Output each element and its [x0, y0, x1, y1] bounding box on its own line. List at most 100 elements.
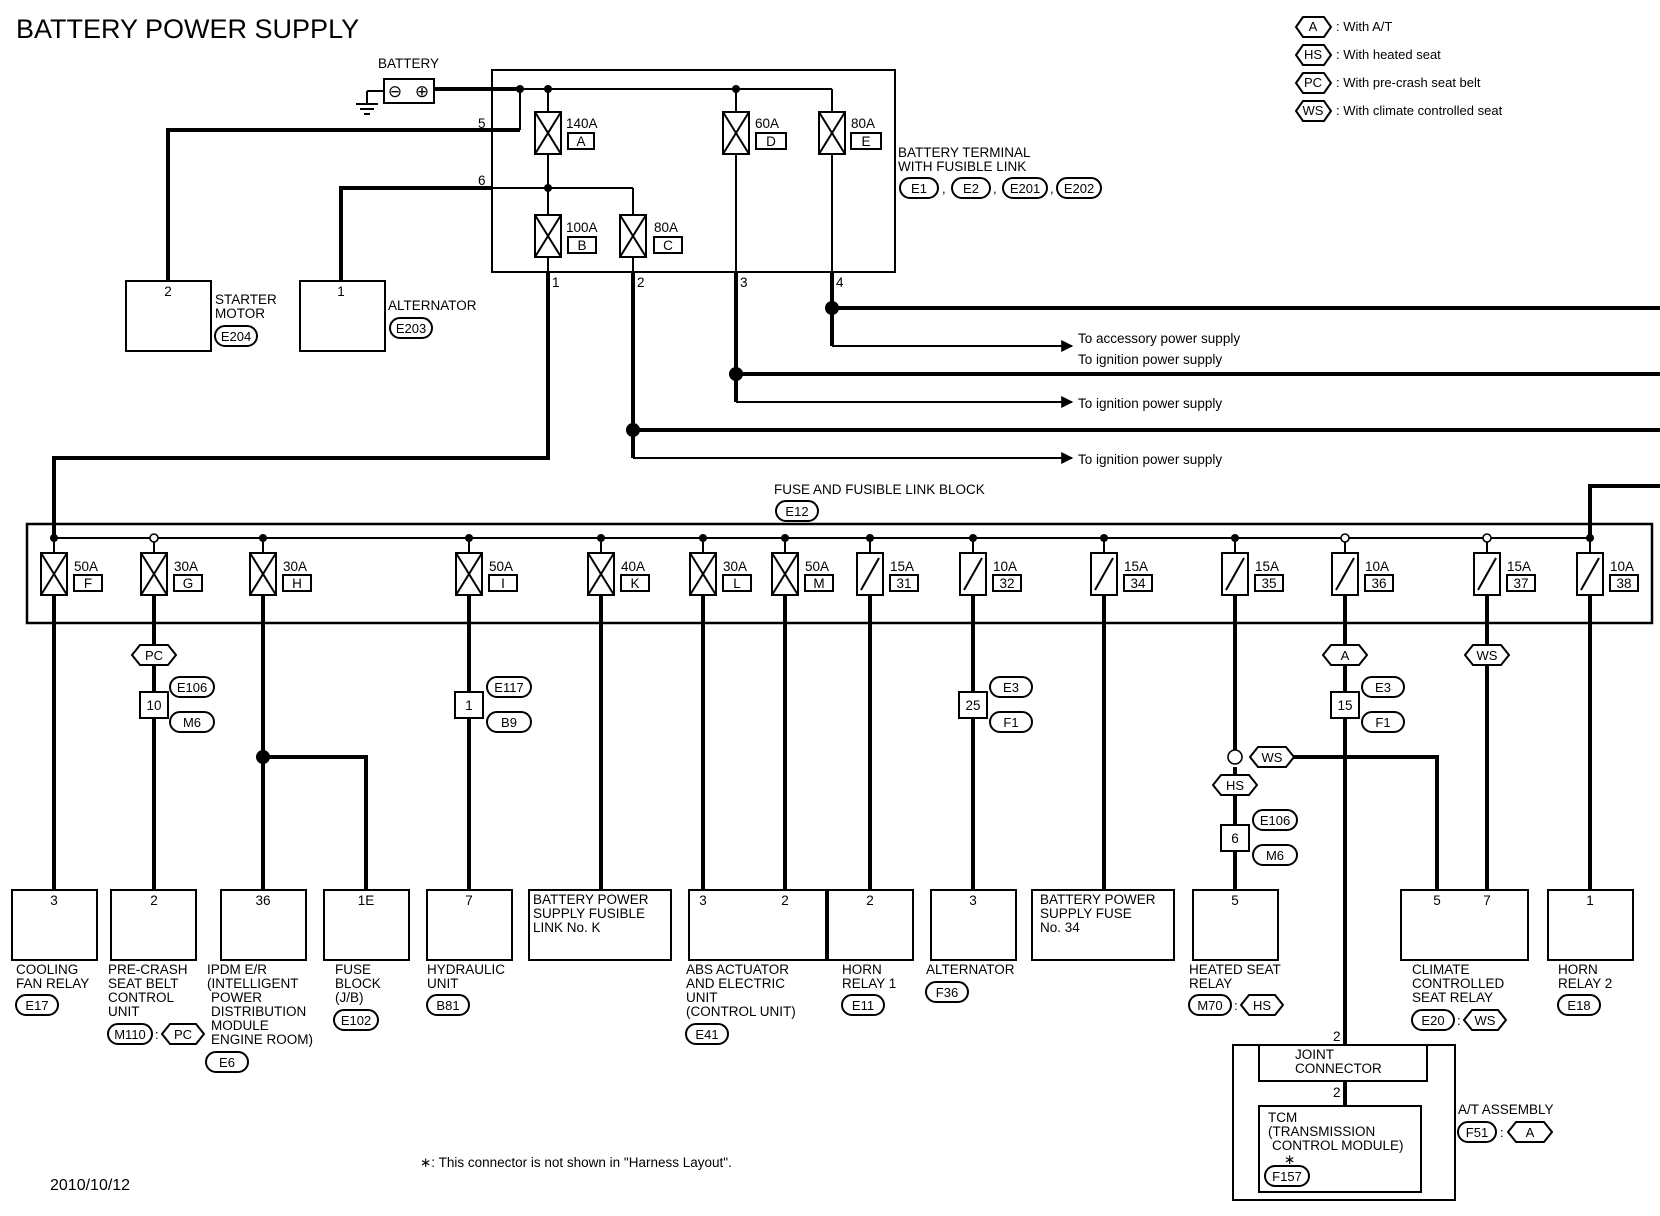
svg-text:6: 6 — [1231, 831, 1239, 846]
fusible-link-a-rating: 140A — [566, 116, 598, 131]
fuse-row: 50AF30AG30AH50AI40AK30AL50AM15A3110A3215… — [40, 533, 1639, 596]
legend-tag-hs — [1294, 44, 1333, 66]
legend: A : With A/T HS : With heated seat PC : … — [1294, 16, 1503, 122]
svg-text:M70: M70 — [1197, 998, 1222, 1013]
fuse-id: 35 — [1261, 576, 1276, 591]
fuse-rating: 50A — [74, 559, 98, 574]
joint-connector — [1258, 1044, 1428, 1082]
inline-connector-g — [139, 691, 169, 719]
battery-label: BATTERY — [378, 56, 439, 71]
fuse-I: 50A I — [455, 534, 518, 596]
svg-text:CONNECTOR: CONNECTOR — [1295, 1061, 1382, 1076]
abs-actuator-electric-unit: 3 2 ABS ACTUATOR AND ELECTRIC UNIT (CONT… — [685, 889, 827, 1045]
svg-text:F157: F157 — [1272, 1169, 1302, 1184]
battery-terminal-fusible-link: 140A A 60A D 80A E 100A B 80A C — [434, 69, 1102, 290]
option-tag-ws — [1463, 644, 1511, 666]
svg-text:MODULE: MODULE — [211, 1018, 269, 1033]
svg-text:F36: F36 — [936, 985, 958, 1000]
svg-text:5: 5 — [1433, 893, 1441, 908]
svg-text:WS: WS — [1262, 750, 1283, 765]
fuse-block-connector: E12 — [785, 504, 808, 519]
fuse-rating: 30A — [283, 559, 307, 574]
fuse-id-box — [1123, 574, 1153, 592]
fuse-id: 36 — [1371, 576, 1386, 591]
svg-text:,: , — [1050, 181, 1054, 196]
arrow-ignition-1-label: To ignition power supply — [1078, 352, 1222, 367]
svg-text::: : — [1457, 1013, 1461, 1028]
feed-pin1 — [52, 272, 550, 538]
fuse-rating: 40A — [621, 559, 645, 574]
svg-text:UNIT: UNIT — [108, 1004, 140, 1019]
svg-text:36: 36 — [255, 893, 270, 908]
arrow-accessory-label: To accessory power supply — [1078, 331, 1240, 346]
svg-text:ABS ACTUATOR: ABS ACTUATOR — [686, 962, 789, 977]
battery-power-supply-fuse-34: BATTERY POWER SUPPLY FUSE No. 34 — [1031, 889, 1175, 961]
svg-text:CONTROL MODULE): CONTROL MODULE) — [1272, 1138, 1404, 1153]
svg-text:CONTROLLED: CONTROLLED — [1412, 976, 1505, 991]
svg-text:E204: E204 — [221, 329, 251, 344]
terminal-connector-e201 — [1002, 177, 1048, 199]
fuse-rating: 30A — [174, 559, 198, 574]
fuse-and-fusible-link-block: FUSE AND FUSIBLE LINK BLOCK E12 — [25, 482, 1654, 625]
fuse-id: 34 — [1130, 576, 1146, 591]
svg-text:WS: WS — [1477, 648, 1498, 663]
svg-text:2: 2 — [1333, 1029, 1341, 1044]
revision-date: 2010/10/12 — [50, 1177, 130, 1194]
fuse-rating: 15A — [1255, 559, 1279, 574]
svg-text:E18: E18 — [1567, 998, 1590, 1013]
alternator-top: 1 ALTERNATOR E203 — [299, 280, 477, 352]
svg-text:1: 1 — [1586, 893, 1594, 908]
fuse-id-box — [804, 574, 834, 592]
svg-text:10: 10 — [146, 698, 161, 713]
svg-text:1: 1 — [337, 284, 345, 299]
fuse-rating: 30A — [723, 559, 747, 574]
fuse-rating: 15A — [1507, 559, 1531, 574]
svg-text:AND ELECTRIC: AND ELECTRIC — [686, 976, 785, 991]
fuse-rating: 50A — [489, 559, 513, 574]
svg-text:E117: E117 — [494, 680, 523, 695]
svg-text:E17: E17 — [25, 998, 48, 1013]
fusible-link-c-rating: 80A — [654, 220, 678, 235]
svg-text::: : — [1234, 998, 1238, 1013]
svg-text:ALTERNATOR: ALTERNATOR — [926, 962, 1015, 977]
heated-seat-relay: 5 HEATED SEAT RELAY M70 : HS — [1188, 889, 1285, 1016]
svg-text:SEAT BELT: SEAT BELT — [108, 976, 179, 991]
fuse-id: I — [501, 576, 505, 591]
terminal-connector-e202 — [1056, 177, 1102, 199]
fuse-id-box — [1609, 574, 1639, 592]
legend-tag-pc — [1294, 72, 1333, 94]
svg-text:E202: E202 — [1064, 181, 1094, 196]
svg-text:M110: M110 — [114, 1027, 146, 1042]
terminal-name-line1: BATTERY TERMINAL — [898, 145, 1031, 160]
option-tag-pc — [130, 644, 178, 666]
svg-text:E106: E106 — [177, 680, 207, 695]
svg-text:SUPPLY FUSE: SUPPLY FUSE — [1040, 906, 1132, 921]
svg-text:FUSE: FUSE — [335, 962, 371, 977]
svg-text:SEAT RELAY: SEAT RELAY — [1412, 990, 1493, 1005]
fuse-id: 38 — [1616, 576, 1631, 591]
svg-text:CONTROL: CONTROL — [108, 990, 174, 1005]
svg-text:LINK No. K: LINK No. K — [533, 920, 601, 935]
fuse-id: 32 — [999, 576, 1014, 591]
fusible-link-e-rating: 80A — [851, 116, 875, 131]
svg-text:E2: E2 — [963, 181, 979, 196]
svg-text:PC: PC — [145, 648, 163, 663]
fuse-id-box — [1364, 574, 1394, 592]
svg-text:DISTRIBUTION: DISTRIBUTION — [211, 1004, 306, 1019]
horn-relay-1: 2 HORN RELAY 1 E11 — [827, 889, 914, 1016]
svg-text:3: 3 — [699, 893, 707, 908]
battery-power-supply-fusible-link-k: BATTERY POWER SUPPLY FUSIBLE LINK No. K — [528, 889, 672, 961]
fuse-id: 31 — [896, 576, 911, 591]
option-tag-a — [1321, 644, 1369, 666]
hydraulic-unit: 7 HYDRAULIC UNIT B81 — [426, 889, 513, 1016]
starter-wire — [166, 128, 520, 281]
svg-text:E3: E3 — [1375, 680, 1391, 695]
climate-controlled-seat-relay: 5 7 CLIMATE CONTROLLED SEAT RELAY E20 : … — [1400, 889, 1529, 1031]
battery: BATTERY ⊖ ⊕ — [356, 56, 439, 115]
fuse-output-wires — [52, 595, 1592, 1045]
